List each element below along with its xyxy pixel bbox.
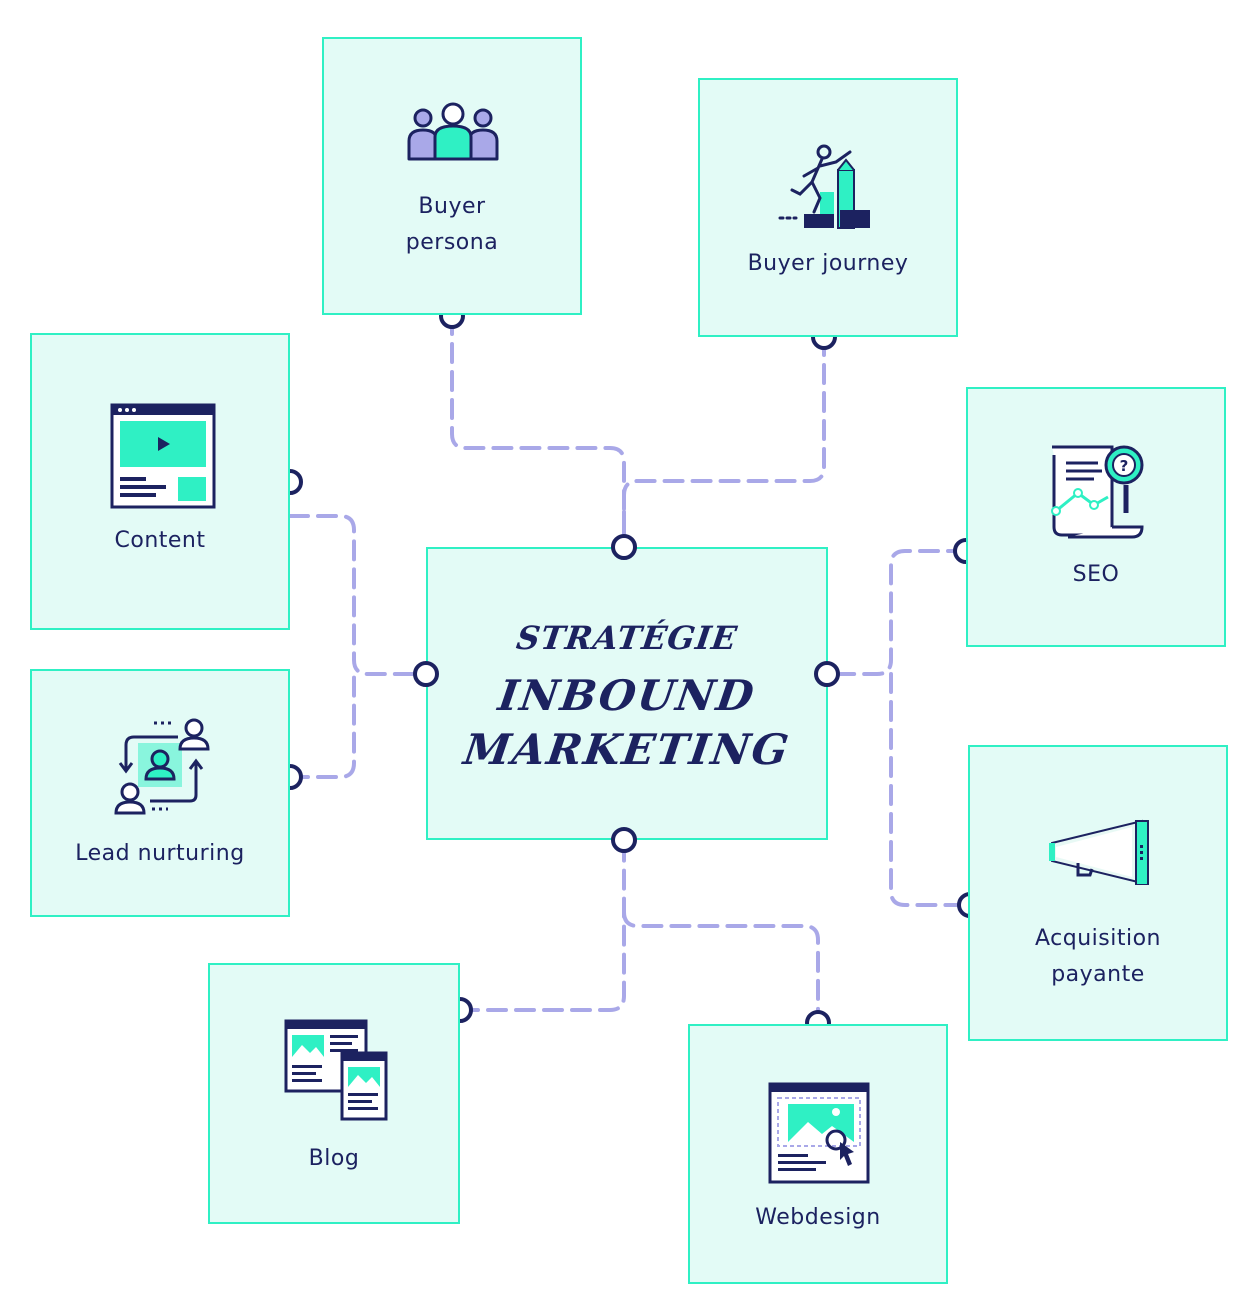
node-strategie-inbound-marketing: Stratégie Inbound Marketing (426, 547, 828, 840)
connector-acquisition (889, 672, 972, 907)
blog-pages-icon (284, 1019, 388, 1121)
center-title-line-3: Marketing (460, 725, 794, 774)
seo-label: SEO (1072, 562, 1120, 587)
node-buyer-persona: Buyer persona (322, 37, 582, 315)
connector-webdesign (622, 910, 820, 1025)
node-acquisition-payante: Acquisition payante (968, 745, 1228, 1041)
node-blog: Blog (208, 963, 460, 1224)
node-content: Content (30, 333, 290, 630)
connector-buyer-persona (450, 314, 626, 548)
video-page-icon (110, 403, 216, 509)
connector-blog (458, 838, 626, 1012)
people-group-icon (407, 102, 499, 161)
document-magnifier-icon: ? (1051, 445, 1144, 539)
climbing-person-icon (778, 144, 870, 229)
buyer-persona-label: Buyer persona (405, 194, 499, 255)
connector-content (288, 514, 428, 676)
blog-label: Blog (308, 1146, 360, 1171)
node-buyer-journey: Buyer journey (698, 78, 958, 337)
center-title-line-2: Inbound (495, 671, 759, 720)
webdesign-label: Webdesign (755, 1205, 881, 1230)
node-seo: ? SEO (966, 387, 1226, 647)
megaphone-icon (1049, 819, 1149, 885)
lead-nurturing-label: Lead nurturing (75, 841, 245, 866)
center-title-line-1: Stratégie (514, 619, 740, 657)
content-label: Content (114, 528, 206, 553)
connector-buyer-journey (622, 335, 826, 548)
node-webdesign: Webdesign (688, 1024, 948, 1284)
acquisition-payante-label: Acquisition payante (1035, 926, 1161, 987)
webpage-cursor-icon (768, 1082, 870, 1184)
connector-lead-nurturing (288, 672, 356, 779)
buyer-journey-label: Buyer journey (747, 251, 909, 276)
svg-text:?: ? (1120, 457, 1129, 475)
node-lead-nurturing: Lead nurturing (30, 669, 290, 917)
user-cycle-icon (114, 718, 210, 815)
connector-seo (825, 549, 968, 676)
